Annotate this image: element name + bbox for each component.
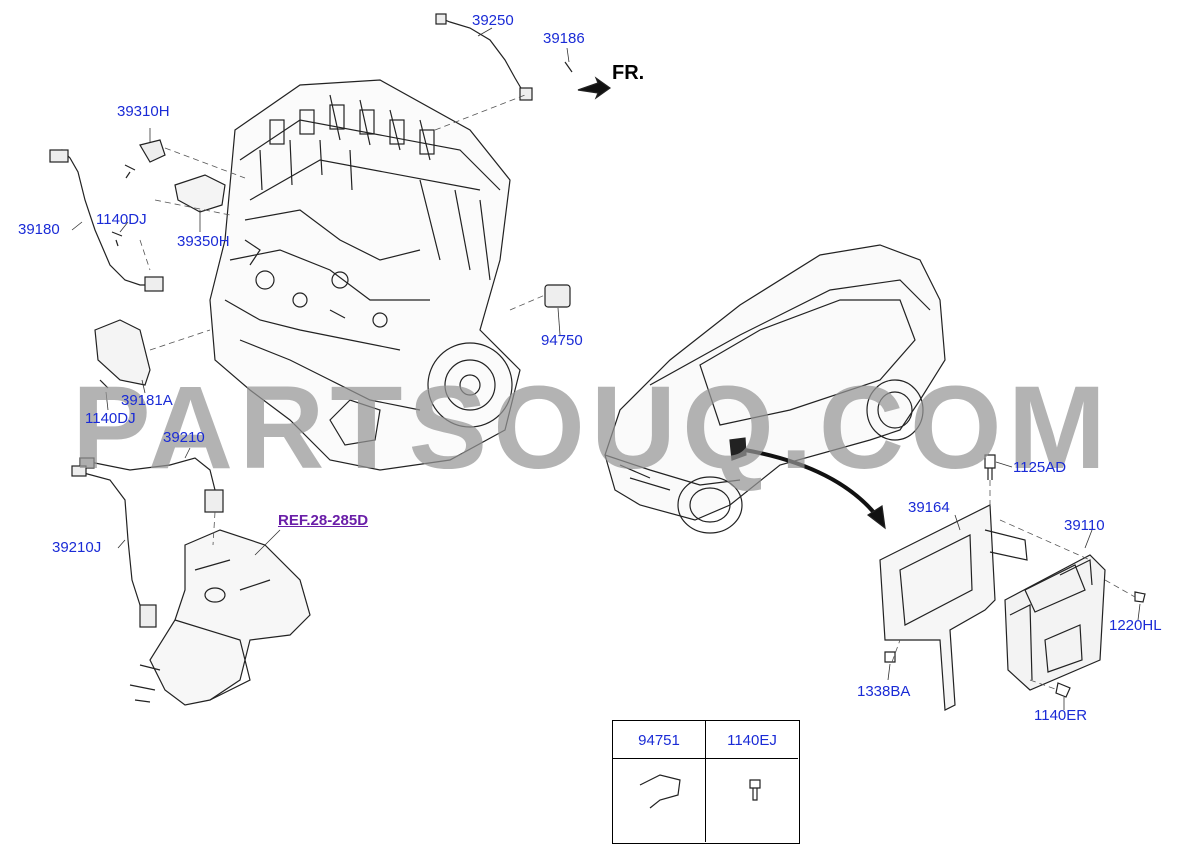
catalyst-converter: [129, 529, 311, 706]
legend-divider: [705, 721, 706, 842]
part-label-39186[interactable]: 39186: [543, 30, 585, 47]
sensor-39250: [435, 13, 573, 101]
part-label-1140er[interactable]: 1140ER: [1034, 707, 1088, 724]
legend-cell-1140ej[interactable]: 1140EJ: [706, 721, 798, 842]
part-label-1125ad[interactable]: 1125AD: [1013, 459, 1067, 476]
part-label-1140dj-lower[interactable]: 1140DJ: [85, 410, 136, 427]
clip-94751-icon: [639, 774, 681, 809]
part-label-39310h[interactable]: 39310H: [117, 103, 170, 120]
part-label-39210j[interactable]: 39210J: [52, 539, 102, 556]
sensor-94750: [544, 284, 571, 308]
ecu-39110: [1004, 554, 1106, 691]
part-label-39164[interactable]: 39164: [908, 499, 950, 516]
legend-table: 94751 1140EJ: [612, 720, 800, 844]
part-label-39180[interactable]: 39180: [18, 221, 60, 238]
bolt-1140er: [1055, 682, 1071, 698]
bolt-1220hl: [1134, 591, 1146, 603]
part-label-94750[interactable]: 94750: [541, 332, 583, 349]
part-label-1220hl[interactable]: 1220HL: [1109, 617, 1162, 634]
part-label-39350h[interactable]: 39350H: [177, 233, 230, 250]
reference-link[interactable]: REF.28-285D: [278, 512, 369, 529]
cover-39181a: [94, 319, 151, 389]
legend-label-94751[interactable]: 94751: [638, 732, 680, 749]
legend-cell-94751[interactable]: 94751: [613, 721, 705, 842]
sensor-39310h: [124, 139, 166, 179]
front-direction-label: FR.: [612, 62, 645, 84]
bracket-39350h: [174, 174, 226, 213]
callout-arrow: [744, 448, 882, 522]
car-illustration: [604, 244, 946, 534]
engine-illustration: [209, 79, 521, 471]
o2-sensor-39210j: [71, 465, 157, 628]
part-label-1140dj-upper[interactable]: 1140DJ: [96, 211, 147, 228]
part-label-1338ba[interactable]: 1338BA: [857, 683, 911, 700]
harness-39180: [49, 149, 164, 292]
part-label-39210[interactable]: 39210: [163, 429, 205, 446]
front-arrow-icon: [577, 76, 612, 100]
o2-sensor-39210: [79, 457, 224, 513]
bolt-1140ej-icon: [749, 779, 761, 801]
bolt-1125ad: [984, 454, 996, 480]
part-label-39181a[interactable]: 39181A: [121, 392, 173, 409]
legend-label-1140ej[interactable]: 1140EJ: [727, 732, 777, 749]
part-label-39110[interactable]: 39110: [1064, 517, 1105, 534]
nut-1338ba: [884, 651, 896, 663]
bracket-39164: [879, 504, 1028, 711]
part-label-39250[interactable]: 39250: [472, 12, 514, 29]
